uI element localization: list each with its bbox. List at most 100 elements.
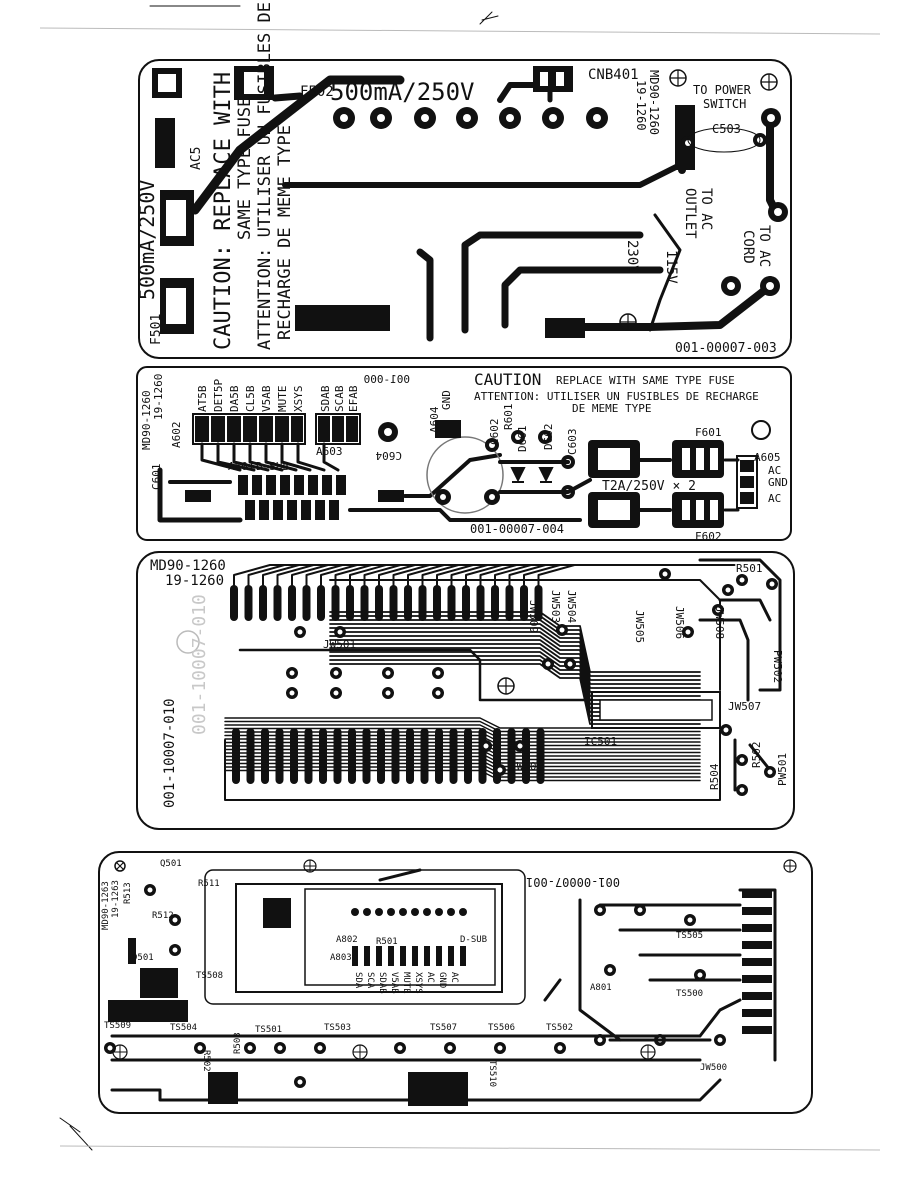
component-label: TS503 bbox=[324, 1023, 351, 1033]
caution-label-line1: CAUTION: REPLACE WITH bbox=[211, 72, 236, 350]
component-label: A605 bbox=[754, 451, 781, 464]
crop-line bbox=[39, 27, 881, 35]
component-label: TS506 bbox=[488, 1023, 515, 1033]
board2-ring bbox=[426, 436, 504, 514]
board2-attention-text: ATTENTION: UTILISER UN FUSIBLES DE RECHA… bbox=[474, 390, 759, 403]
pin-label: GND bbox=[437, 972, 447, 988]
component-label: IC501 bbox=[584, 735, 617, 748]
board-switch: 001-00007-001 MD90-1263 19-1263 Q501R513… bbox=[98, 851, 813, 1114]
component-label: R503 bbox=[233, 1032, 243, 1054]
component-label: A801 bbox=[590, 983, 612, 993]
component-label: D601 bbox=[516, 426, 529, 453]
component-label: GND bbox=[768, 476, 788, 489]
ic501 bbox=[591, 691, 721, 729]
board4-model-2: 19-1263 bbox=[111, 880, 121, 918]
board3-model-2: 19-1260 bbox=[165, 573, 224, 589]
component-label: AC bbox=[768, 492, 781, 505]
to-power-switch-line1: TO POWER bbox=[693, 83, 752, 97]
component-label: PW502 bbox=[771, 650, 784, 683]
pad-array bbox=[286, 568, 778, 796]
component-label: R501 bbox=[376, 937, 398, 947]
component-label: JW508 bbox=[713, 606, 726, 639]
component-label: C603 bbox=[566, 429, 579, 456]
component-label: TS500 bbox=[676, 989, 703, 999]
fuse-ref-label: F502 bbox=[300, 84, 334, 100]
component-label: TS505 bbox=[676, 931, 703, 941]
board3-ghost-mark bbox=[176, 630, 200, 654]
scan-mark bbox=[479, 11, 499, 25]
board-power-input: CNB401 500mA/250V F502 TO POWER SWITCH C… bbox=[135, 2, 792, 359]
board1-part-number: 001-00007-003 bbox=[675, 341, 777, 356]
ac5-label: AC5 bbox=[189, 147, 204, 170]
pad-row bbox=[333, 107, 788, 296]
board1-model-1: MD90-1260 bbox=[647, 70, 661, 135]
component-label: R513 bbox=[123, 882, 133, 904]
component-label: R601 bbox=[502, 404, 515, 431]
component-label: R511 bbox=[198, 879, 220, 889]
board4-model-1: MD90-1263 bbox=[101, 881, 111, 930]
component-label: A802 bbox=[336, 935, 358, 945]
component-label: TS509 bbox=[104, 1021, 131, 1031]
pin-header-a602 bbox=[192, 413, 306, 445]
component-label: R504 bbox=[708, 763, 721, 790]
component-label: Q501 bbox=[160, 859, 182, 869]
component-label: JW505 bbox=[633, 610, 646, 643]
component-label: JW506 bbox=[673, 606, 686, 639]
pin-label: XSYS bbox=[292, 386, 305, 413]
fuse-holder-f602 bbox=[588, 492, 724, 528]
attention-label-line1: ATTENTION: UTILISER UN FUSIBLES DE bbox=[255, 2, 275, 350]
board2-caution-title: CAUTION bbox=[474, 370, 541, 389]
pin-label: V5AB bbox=[260, 385, 273, 412]
component-label: TS502 bbox=[546, 1023, 573, 1033]
pin-label: SDA bbox=[353, 972, 363, 989]
board4-part-number: 001-00007-001 bbox=[526, 875, 620, 889]
to-ac-cord-line1: TO AC bbox=[756, 225, 772, 267]
component-label: A803 bbox=[330, 953, 352, 963]
pad-array bbox=[104, 884, 772, 1088]
board3-model-1: MD90-1260 bbox=[150, 558, 226, 574]
to-ac-outlet-line2: OUTLET bbox=[682, 188, 698, 239]
fuse-holder-f601 bbox=[588, 440, 724, 478]
board3-part-number: 001-10007-010 bbox=[162, 698, 178, 808]
pin-label: V5AB bbox=[389, 972, 399, 994]
pin-label: AT5B bbox=[196, 385, 209, 412]
board2-part-number-mirror: 001-000 bbox=[364, 373, 410, 386]
dsub-pins bbox=[351, 908, 467, 966]
pin-label: CL5B bbox=[244, 385, 257, 412]
component-label: R502 bbox=[750, 742, 763, 769]
board-sub-fuse: CAUTION REPLACE WITH SAME TYPE FUSE ATTE… bbox=[136, 366, 792, 543]
fuse-rating-label: 500mA/250V bbox=[330, 78, 475, 106]
crop-line bbox=[59, 1145, 881, 1151]
pin-label: EFAB bbox=[347, 385, 360, 412]
caution-label-line2: SAME TYPE FUSE bbox=[235, 97, 255, 240]
fuse-spec-label: T2A/250V × 2 bbox=[602, 479, 696, 494]
pin-label: DA5B bbox=[228, 385, 241, 412]
pin-label: SCA bbox=[365, 972, 375, 989]
attention-label-line2: RECHARGE DE MEME TYPE bbox=[275, 125, 295, 340]
component-label: TS507 bbox=[430, 1023, 457, 1033]
component-label: JW507 bbox=[728, 700, 761, 713]
component-label: JW509 bbox=[527, 600, 540, 633]
voltage-115-label: 115V bbox=[663, 250, 679, 284]
component-label: A601 bbox=[228, 460, 255, 473]
board1-model-2: 19-1260 bbox=[634, 80, 648, 131]
component-label: AC bbox=[768, 464, 781, 477]
board2-caution-text: REPLACE WITH SAME TYPE FUSE bbox=[556, 374, 735, 387]
component-label: TS501 bbox=[255, 1025, 282, 1035]
to-power-switch-line2: SWITCH bbox=[703, 97, 746, 111]
board2-part-number: 001-00007-004 bbox=[470, 522, 564, 536]
pin-label: SCAB bbox=[333, 385, 346, 412]
scan-mark bbox=[59, 1117, 93, 1151]
component-label: JW503 bbox=[549, 590, 562, 623]
component-label: TS504 bbox=[170, 1023, 197, 1033]
pin-label: MUTE bbox=[401, 972, 411, 994]
component-label: JW500 bbox=[700, 1063, 727, 1073]
component-label: JW502 bbox=[510, 760, 543, 773]
component-label: D602 bbox=[542, 424, 555, 451]
component-label: A603 bbox=[316, 445, 343, 458]
